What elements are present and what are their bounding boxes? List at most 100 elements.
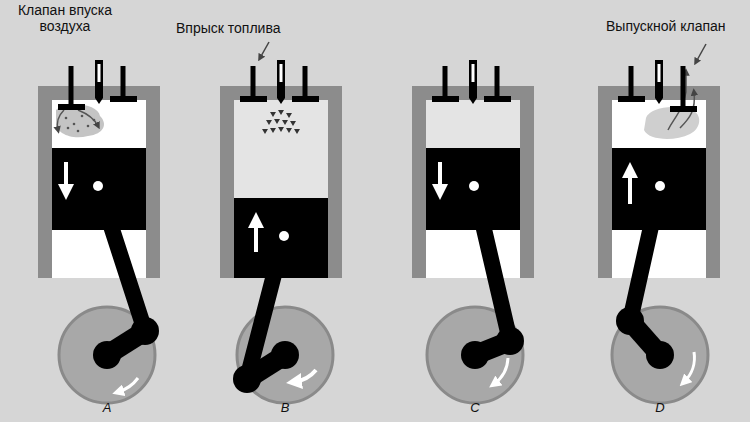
intake-stroke-part: [98, 64, 101, 82]
power-stroke-part: [495, 66, 500, 97]
intake-stroke-part: [57, 110, 64, 130]
intake-stroke-part: [95, 98, 103, 104]
power-stroke-part: [469, 60, 477, 98]
exhaust-stroke-part: [655, 60, 663, 98]
exhaust-stroke: [598, 44, 720, 403]
compression-stroke-part-part: [266, 120, 272, 125]
compression-stroke-part: [279, 231, 289, 241]
exhaust-stroke-part: [646, 341, 674, 369]
compression-stroke-part-part: [282, 120, 288, 125]
exhaust-stroke-part: [629, 66, 634, 97]
compression-stroke-part: [254, 220, 258, 252]
compression-stroke-part: [280, 64, 283, 82]
intake-stroke-part: [78, 110, 98, 126]
compression-stroke-part: [294, 370, 316, 382]
compression-stroke-part: [277, 98, 285, 104]
compression-stroke-part: [262, 110, 300, 134]
intake-stroke-part: [131, 317, 159, 345]
power-stroke-part: [469, 181, 479, 191]
power-stroke-part: [426, 100, 520, 148]
exhaust-stroke-part: [696, 44, 706, 62]
compression-stroke-part-part: [262, 129, 268, 134]
power-stroke-part: [472, 64, 475, 82]
compression-stroke-part-part: [290, 121, 296, 126]
power-stroke-part: [443, 66, 448, 97]
intake-stroke-part-part: [67, 127, 70, 130]
exhaust-stroke-part: [658, 64, 661, 82]
compression-stroke-part: [292, 96, 319, 102]
intake-stroke-part: [95, 60, 103, 98]
exhaust-stroke-part: [612, 148, 706, 230]
compression-stroke-part: [271, 341, 299, 369]
compression-stroke-part-part: [294, 129, 300, 134]
intake-stroke-part: [52, 148, 146, 230]
compression-stroke-part: [240, 96, 267, 102]
compression-stroke-part: [303, 66, 308, 97]
exhaust-stroke-part: [612, 307, 708, 403]
exhaust-stroke-part: [655, 98, 663, 104]
intake-stroke-part: [58, 104, 85, 110]
power-stroke-part: [461, 341, 489, 369]
intake-stroke-part: [69, 66, 74, 106]
compression-stroke-part: [277, 60, 285, 98]
compression-stroke-part-part: [274, 119, 280, 124]
intake-stroke-part-part: [81, 115, 84, 118]
compression-stroke-part: [234, 198, 328, 278]
panel-letter: C: [470, 400, 479, 416]
intake-stroke-part-part: [87, 125, 90, 128]
compression-stroke-part-part: [286, 113, 292, 118]
exhaust-stroke-part: [618, 96, 645, 102]
power-stroke: [412, 60, 534, 403]
intake-stroke-part: [121, 66, 126, 97]
panel-letter: A: [103, 400, 112, 416]
intake-stroke-part: [64, 162, 68, 192]
intake-stroke-part-part: [73, 123, 76, 126]
intake-stroke-part: [110, 96, 137, 102]
exhaust-stroke-part: [670, 106, 697, 112]
compression-stroke: [220, 42, 342, 403]
intake-stroke-part-part: [77, 130, 80, 133]
power-stroke-part: [494, 358, 508, 384]
compression-stroke-part: [260, 42, 269, 58]
valve-callout: Клапан впуска воздуха: [4, 2, 126, 34]
exhaust-stroke-part: [655, 181, 665, 191]
exhaust-stroke-part: [598, 86, 720, 278]
power-stroke-part: [412, 86, 534, 278]
intake-stroke-part: [52, 100, 146, 278]
compression-stroke-part-part: [270, 112, 276, 117]
compression-stroke-part: [251, 66, 256, 97]
intake-stroke-part-part: [65, 117, 68, 120]
compression-stroke-part-part: [286, 128, 292, 133]
intake-stroke: [38, 60, 160, 403]
intake-stroke-part: [38, 86, 160, 278]
power-stroke-part: [438, 162, 442, 192]
power-stroke-part: [469, 98, 477, 104]
compression-stroke-part: [234, 100, 328, 198]
injector-callout: Впрыск топлива: [176, 20, 280, 36]
intake-stroke-part: [93, 181, 103, 191]
panel-letter: D: [655, 400, 664, 416]
power-stroke-part: [484, 96, 511, 102]
power-stroke-part: [432, 96, 459, 102]
intake-stroke-part: [118, 378, 138, 392]
exhaust-stroke-part: [612, 100, 706, 278]
intake-stroke-part: [56, 104, 104, 137]
power-stroke-part: [426, 148, 520, 230]
compression-stroke-part-part: [278, 127, 284, 132]
exhaust-stroke-part: [628, 170, 632, 204]
power-stroke-part: [496, 327, 524, 355]
valve-callout: Выпускной клапан: [606, 18, 726, 34]
compression-stroke-part: [233, 365, 261, 393]
power-stroke-part: [426, 100, 520, 278]
exhaust-stroke-part: [616, 307, 644, 335]
panel-letter: B: [281, 400, 290, 416]
compression-stroke-part-part: [278, 110, 284, 115]
exhaust-stroke-part: [681, 66, 686, 108]
compression-stroke-part-part: [270, 128, 276, 133]
exhaust-stroke-part: [684, 352, 694, 382]
intake-stroke-part: [93, 341, 121, 369]
compression-stroke-part: [234, 100, 328, 278]
compression-stroke-part: [220, 86, 342, 278]
